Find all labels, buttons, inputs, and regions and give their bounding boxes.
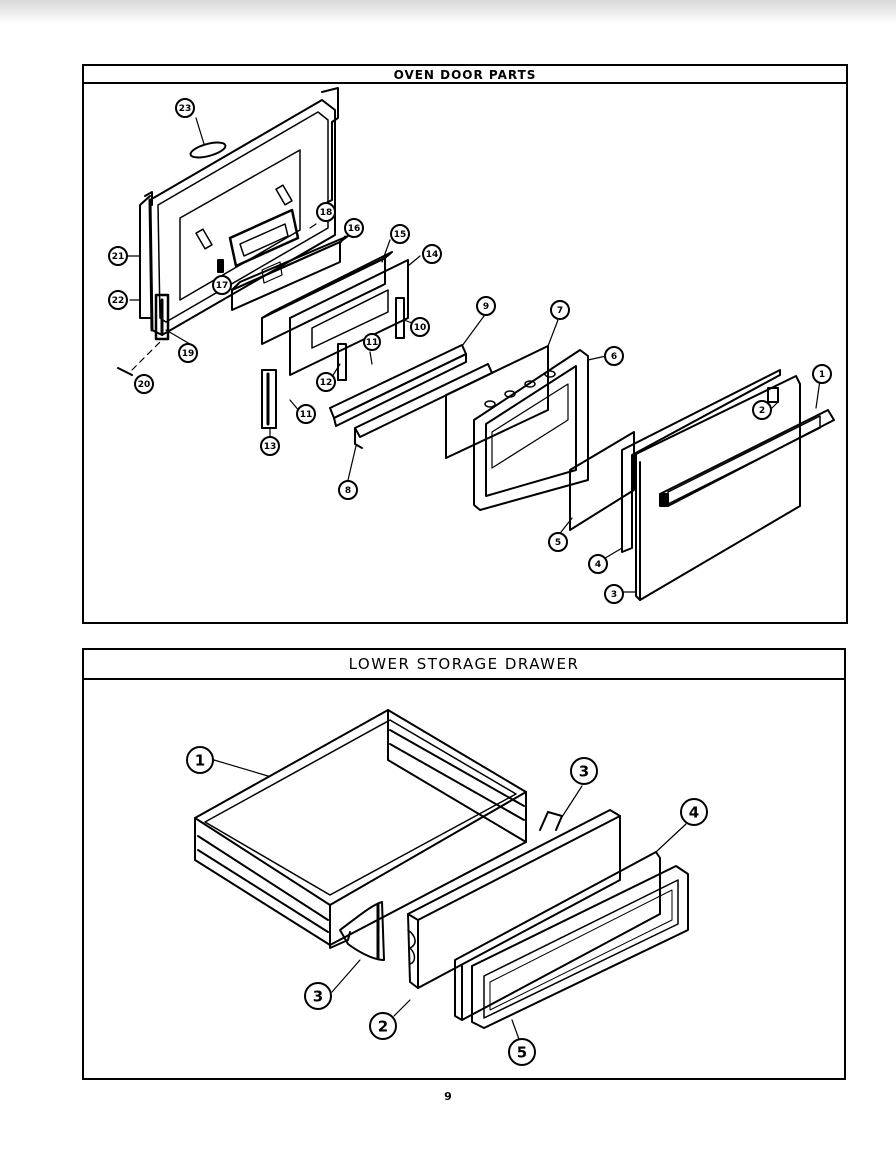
oven-door-callout-label-21: 20 [138, 380, 151, 390]
oven-door-callout-circle-21 [134, 374, 154, 394]
oven-door-callout-label-7: 7 [557, 306, 563, 316]
drawer-callout-label-3: 3 [579, 762, 589, 780]
screw-part [117, 367, 133, 376]
oven-door-callout-label-9: 9 [483, 302, 489, 312]
drawer-callout-label-6: 5 [517, 1043, 527, 1061]
oven-door-callout-circle-5 [548, 532, 568, 552]
inner-glass-part [569, 431, 635, 531]
oven-door-callout-circle-20 [178, 343, 198, 363]
oven-door-parts-panel: OVEN DOOR PARTS [82, 64, 848, 624]
oven-door-callout-circle-4 [588, 554, 608, 574]
drawer-callout-circle-6 [508, 1038, 536, 1066]
oven-door-callout-circle-12 [296, 404, 316, 424]
oven-door-callout-circle-13 [316, 372, 336, 392]
oven-door-callout-label-8: 8 [345, 486, 351, 496]
angle-trim-part [329, 344, 467, 427]
oven-door-callout-circle-11 [363, 333, 381, 351]
drawer-bracket-right-part [539, 811, 563, 831]
oven-door-callout-label-24: 23 [179, 104, 192, 114]
oven-door-callout-circle-1 [812, 364, 832, 384]
oven-door-callout-label-11: 11 [366, 338, 379, 348]
drawer-callout-circle-3 [570, 757, 598, 785]
oven-door-callout-label-10: 10 [414, 323, 427, 333]
oven-door-callout-label-15: 14 [426, 250, 439, 260]
drawer-trim-frame-part [471, 865, 689, 1029]
drawer-bracket-part [339, 901, 385, 961]
drawer-callout-label-4: 3 [313, 987, 323, 1005]
oven-door-callout-circle-23 [108, 290, 128, 310]
oven-door-callout-label-14: 13 [264, 442, 277, 452]
oven-door-callout-circle-3 [604, 584, 624, 604]
outer-door-panel-part [635, 375, 801, 601]
door-gasket-part [621, 369, 781, 553]
oven-door-callout-label-13: 12 [320, 378, 333, 388]
oven-door-parts-title: OVEN DOOR PARTS [84, 66, 846, 84]
drawer-callout-circle-2 [369, 1012, 397, 1040]
scan-shadow [0, 0, 896, 24]
oven-door-callout-label-12: 11 [300, 410, 313, 420]
oven-door-callout-circle-7 [550, 300, 570, 320]
oven-door-callout-circle-24 [175, 98, 195, 118]
oven-door-callout-circle-17 [344, 218, 364, 238]
oven-door-callout-label-20: 19 [182, 349, 195, 359]
drawer-callout-label-1: 1 [195, 751, 205, 769]
side-bracket-part-2 [337, 343, 347, 381]
side-bracket-part [395, 297, 405, 339]
oven-door-callout-label-6: 6 [611, 352, 617, 362]
oven-door-callout-circle-2 [752, 400, 772, 420]
oven-door-callout-label-17: 16 [348, 224, 361, 234]
oven-door-callout-circle-14 [260, 436, 280, 456]
oven-door-callout-label-18: 17 [216, 281, 229, 291]
oven-door-callout-label-1: 1 [819, 370, 825, 380]
oven-door-callout-circle-10 [410, 317, 430, 337]
oven-door-callout-circle-19 [316, 202, 336, 222]
insulation-panel-part [289, 259, 409, 376]
door-liner-part [148, 99, 336, 336]
handle-clip-part [767, 387, 779, 403]
oven-door-callout-circle-18 [212, 275, 232, 295]
drawer-leader-lines [213, 759, 687, 1043]
drawer-callout-label-5: 4 [689, 803, 699, 821]
drawer-panel-part [454, 851, 661, 1021]
hinge-bracket-parts [139, 191, 170, 341]
hinge-channel-part [261, 369, 277, 429]
drawer-front-part [407, 809, 621, 989]
page-number: 9 [444, 1090, 452, 1103]
door-handle-part [659, 409, 835, 507]
door-seal-part [321, 87, 339, 206]
oval-plug-part [189, 141, 227, 159]
oven-door-callout-circle-6 [604, 346, 624, 366]
drawer-callout-label-2: 2 [378, 1017, 388, 1035]
oven-door-callout-circle-9 [476, 296, 496, 316]
oven-door-callout-label-5: 5 [555, 538, 561, 548]
callout-markers: 1234567891011111213141516171819202122231… [108, 98, 832, 1066]
window-glass-part [445, 345, 549, 459]
oven-door-callout-circle-8 [338, 480, 358, 500]
drawer-callout-circle-5 [680, 798, 708, 826]
oven-door-callout-label-23: 22 [112, 296, 125, 306]
inner-door-frame-part [473, 349, 589, 511]
lower-storage-drawer-title: LOWER STORAGE DRAWER [84, 650, 844, 680]
oven-door-callout-circle-22 [108, 246, 128, 266]
oven-door-callout-label-16: 15 [394, 230, 407, 240]
drawer-callout-circle-4 [304, 982, 332, 1010]
drawer-body-part [194, 709, 527, 949]
oven-door-callout-label-2: 2 [759, 406, 765, 416]
lower-storage-drawer-panel: LOWER STORAGE DRAWER [82, 648, 846, 1080]
oven-door-callout-label-22: 21 [112, 252, 125, 262]
oven-door-callout-circle-16 [390, 224, 410, 244]
oven-door-callout-label-4: 4 [595, 560, 601, 570]
oven-door-callout-label-19: 18 [320, 208, 333, 218]
drawer-callout-circle-1 [186, 746, 214, 774]
oven-door-callout-label-3: 3 [611, 590, 617, 600]
oven-door-callout-circle-15 [422, 244, 442, 264]
insulation-part [261, 251, 393, 345]
